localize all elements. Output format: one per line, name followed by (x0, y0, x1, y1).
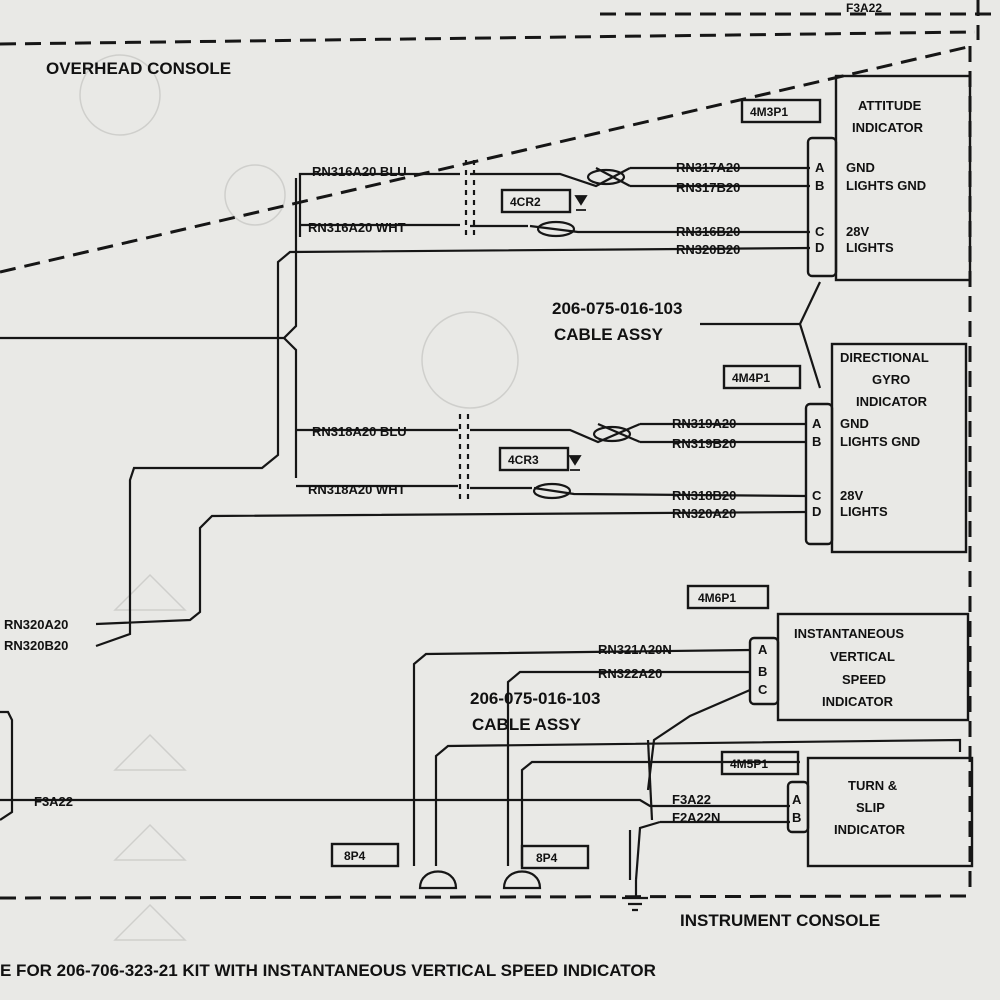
ivsi-pin-c: C (758, 682, 768, 697)
ivsi-title-2: VERTICAL (830, 649, 895, 664)
turn-title-3: INDICATOR (834, 822, 906, 837)
background-ghost (79, 54, 519, 941)
attitude-pin-d: D (815, 240, 824, 255)
attitude-connector-plug (806, 136, 838, 278)
wire-label-f3a22-left: F3A22 (34, 794, 73, 809)
gyro-pin-b: B (812, 434, 821, 449)
wire-label-dg-b: RN319B20 (672, 436, 736, 451)
wire-label-dg-blu: RN318A20 BLU (312, 424, 407, 439)
connector-tag-4m6p1: 4M6P1 (698, 591, 736, 605)
ivsi-title-3: SPEED (842, 672, 886, 687)
wire-label-turn-b: F2A22N (672, 810, 720, 825)
wire-label-dg-a: RN319A20 (672, 416, 736, 431)
ground-tag-8p4-right: 8P4 (536, 851, 558, 865)
diode-tag-4cr2: 4CR2 (510, 195, 541, 209)
console-boundaries (0, 0, 1000, 900)
gyro-title-2: GYRO (872, 372, 910, 387)
gyro-fn-28v: 28V (840, 488, 863, 503)
ivsi-title-1: INSTANTANEOUS (794, 626, 904, 641)
wire-label-att-a: RN317A20 (676, 160, 740, 175)
wire-label-left-1: RN320A20 (4, 617, 68, 632)
turn-slip-box (806, 756, 974, 868)
ivsi-title-4: INDICATOR (822, 694, 894, 709)
wire-label-ivsi-b: RN322A20 (598, 666, 662, 681)
attitude-title-1: ATTITUDE (858, 98, 922, 113)
wire-label-dg-wht: RN318A20 WHT (308, 482, 406, 497)
wire-label-att-blu: RN316A20 BLU (312, 164, 407, 179)
turn-pin-b: B (792, 810, 801, 825)
cable-assy-1-label: CABLE ASSY (554, 325, 664, 344)
attitude-pin-c: C (815, 224, 825, 239)
wiring (0, 160, 962, 912)
gyro-title-3: INDICATOR (856, 394, 928, 409)
attitude-title-2: INDICATOR (852, 120, 924, 135)
figure-caption: E FOR 206-706-323-21 KIT WITH INSTANTANE… (0, 961, 656, 980)
wire-label-ivsi-a: RN321A20N (598, 642, 672, 657)
wire-label-dg-c: RN318B20 (672, 488, 736, 503)
wire-label-att-d: RN320B20 (676, 242, 740, 257)
turn-title-1: TURN & (848, 778, 897, 793)
attitude-fn-28v: 28V (846, 224, 869, 239)
connector-tag-4m3p1: 4M3P1 (750, 105, 788, 119)
labels: OVERHEAD CONSOLE INSTRUMENT CONSOLE F3A2… (0, 1, 929, 980)
instrument-boxes (748, 74, 974, 868)
turn-pin-a: A (792, 792, 802, 807)
overhead-console-label: OVERHEAD CONSOLE (46, 59, 231, 78)
wire-label-att-b: RN317B20 (676, 180, 740, 195)
cable-assy-2-part: 206-075-016-103 (470, 689, 600, 708)
diode-tag-4cr3: 4CR3 (508, 453, 539, 467)
connector-tag-4m4p1: 4M4P1 (732, 371, 770, 385)
gyro-title-1: DIRECTIONAL (840, 350, 929, 365)
gyro-pin-a: A (812, 416, 822, 431)
cable-assy-1-part: 206-075-016-103 (552, 299, 682, 318)
attitude-fn-lights-gnd: LIGHTS GND (846, 178, 926, 193)
gyro-pin-c: C (812, 488, 822, 503)
ground-tag-8p4-left: 8P4 (344, 849, 366, 863)
connector-tag-4m5p1: 4M5P1 (730, 757, 768, 771)
gyro-fn-gnd: GND (840, 416, 869, 431)
attitude-pin-a: A (815, 160, 825, 175)
ivsi-pin-a: A (758, 642, 768, 657)
instrument-console-label: INSTRUMENT CONSOLE (680, 911, 880, 930)
wire-label-turn-a: F3A22 (672, 792, 711, 807)
gyro-pin-d: D (812, 504, 821, 519)
attitude-fn-lights: LIGHTS (846, 240, 894, 255)
cable-assy-2-label: CABLE ASSY (472, 715, 582, 734)
attitude-fn-gnd: GND (846, 160, 875, 175)
gyro-fn-lights-gnd: LIGHTS GND (840, 434, 920, 449)
turn-title-2: SLIP (856, 800, 885, 815)
wire-label-att-c: RN316B20 (676, 224, 740, 239)
top-ref-label: F3A22 (846, 1, 882, 15)
ivsi-pin-b: B (758, 664, 767, 679)
attitude-pin-b: B (815, 178, 824, 193)
wire-label-att-wht: RN316A20 WHT (308, 220, 406, 235)
wire-label-dg-d: RN320A20 (672, 506, 736, 521)
wire-label-left-2: RN320B20 (4, 638, 68, 653)
gyro-fn-lights: LIGHTS (840, 504, 888, 519)
gyro-connector-plug (804, 402, 834, 546)
